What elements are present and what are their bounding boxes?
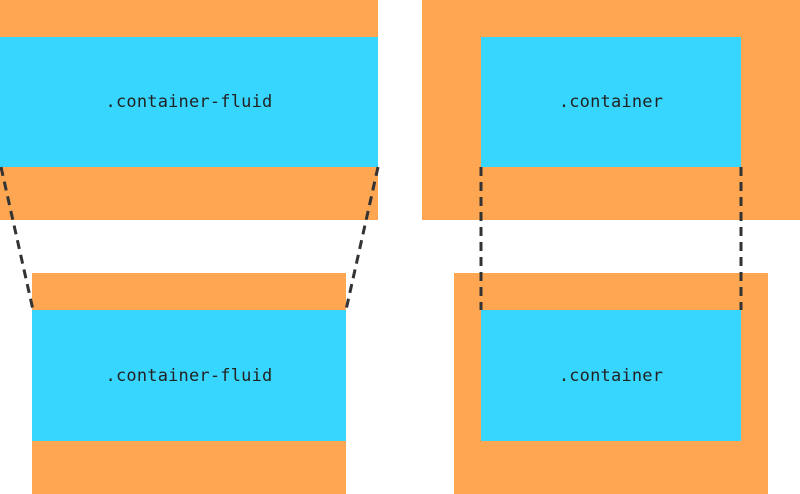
container-box-wide: .container <box>481 37 741 167</box>
viewport-narrow-fluid: .container-fluid <box>32 273 346 494</box>
container-label-wide: .container <box>558 92 664 112</box>
container-fluid-box-wide: .container-fluid <box>0 37 378 167</box>
container-fluid-label-wide: .container-fluid <box>105 92 273 112</box>
container-fluid-label-narrow: .container-fluid <box>105 365 273 386</box>
viewport-wide-fixed: .container <box>422 0 800 220</box>
container-box-narrow: .container <box>481 310 741 441</box>
container-label-narrow: .container <box>558 365 664 386</box>
viewport-wide-fluid: .container-fluid <box>0 0 378 220</box>
guide-line-fluid-left <box>0 166 35 311</box>
container-fluid-box-narrow: .container-fluid <box>32 310 346 441</box>
guide-line-fluid-right <box>344 166 380 311</box>
viewport-narrow-fixed: .container <box>454 273 768 494</box>
